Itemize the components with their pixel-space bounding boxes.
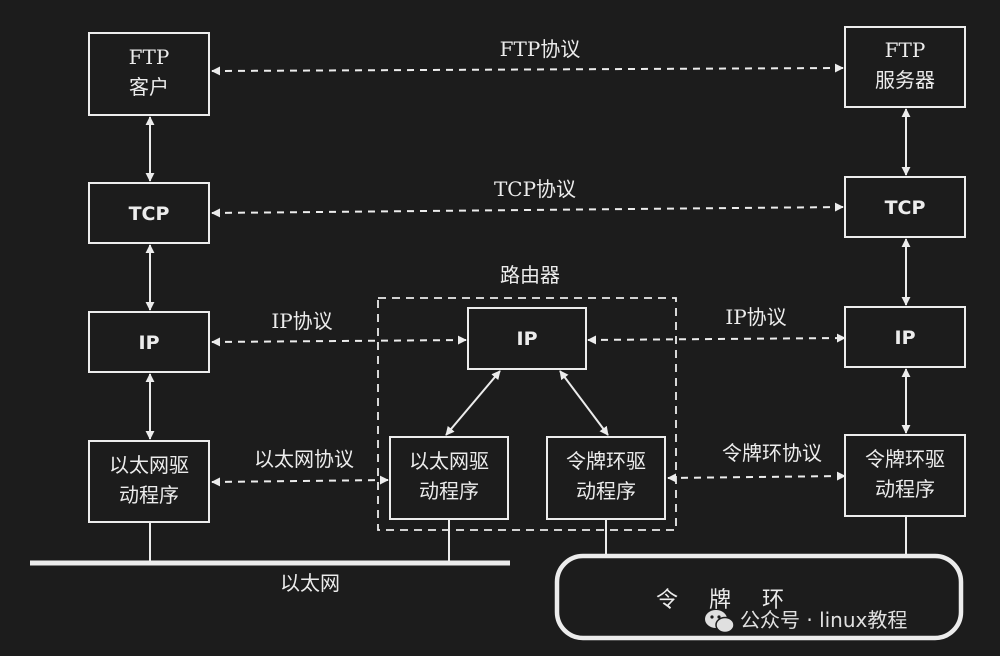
ethernet-label: 以太网 bbox=[280, 571, 340, 595]
ip-box-right bbox=[844, 306, 966, 368]
ethernet-protocol-label: 以太网协议 bbox=[254, 447, 354, 471]
link-routerip-tr bbox=[559, 370, 609, 436]
ftp-server-label-line1: FTP bbox=[885, 38, 926, 62]
tcp-label-left: TCP bbox=[129, 203, 170, 225]
ip-protocol-label-right: IP协议 bbox=[725, 305, 786, 329]
ftp-client-label-line1: FTP bbox=[129, 45, 170, 69]
ip-box-router bbox=[467, 307, 587, 370]
token-ring-driver-router-line2: 动程序 bbox=[576, 479, 636, 503]
token-ring-driver-right-line2: 动程序 bbox=[875, 477, 935, 501]
ethernet-driver-box-left bbox=[88, 440, 210, 523]
ftp-server-box bbox=[844, 26, 966, 108]
ethernet-driver-box-router bbox=[389, 436, 509, 520]
ftp-protocol-label: FTP协议 bbox=[500, 37, 581, 61]
token-ring-driver-router-line1: 令牌环驱 bbox=[566, 449, 646, 473]
token-ring-driver-box-router bbox=[546, 436, 666, 520]
token-ring-driver-box-right bbox=[844, 434, 966, 517]
ftp-server-label-line2: 服务器 bbox=[875, 68, 935, 92]
ip-box-left bbox=[88, 311, 210, 373]
token-ring-protocol-arrow bbox=[667, 471, 846, 483]
tcp-box-right bbox=[844, 176, 966, 238]
ethernet-driver-left-line2: 动程序 bbox=[119, 483, 179, 507]
token-ring-loop bbox=[554, 553, 964, 641]
ftp-client-box bbox=[88, 32, 210, 116]
token-ring-driver-right-line1: 令牌环驱 bbox=[865, 447, 945, 471]
router-label: 路由器 bbox=[500, 263, 560, 287]
ethernet-driver-left-line1: 以太网驱 bbox=[109, 453, 189, 477]
tcp-label-right: TCP bbox=[885, 197, 926, 219]
ip-protocol-arrow-right bbox=[587, 333, 846, 345]
ethernet-driver-router-line1: 以太网驱 bbox=[409, 449, 489, 473]
tcp-box-left bbox=[88, 182, 210, 244]
tcp-protocol-label: TCP协议 bbox=[494, 177, 576, 201]
link-routerip-eth bbox=[445, 370, 501, 436]
ip-protocol-arrow-left bbox=[211, 335, 467, 347]
ethernet-protocol-arrow bbox=[211, 475, 389, 487]
ip-label-router: IP bbox=[517, 328, 538, 350]
ip-label-left: IP bbox=[139, 332, 160, 354]
watermark-text: 公众号 · linux教程 bbox=[740, 608, 907, 632]
watermark: 公众号 · linux教程 bbox=[705, 608, 907, 634]
token-ring-protocol-label: 令牌环协议 bbox=[722, 441, 822, 465]
router-frame bbox=[377, 297, 677, 531]
ftp-protocol-arrow bbox=[211, 63, 844, 76]
wechat-icon bbox=[705, 610, 735, 634]
tcp-protocol-arrow bbox=[211, 202, 844, 218]
ethernet-driver-router-line2: 动程序 bbox=[419, 479, 479, 503]
ftp-client-label-line2: 客户 bbox=[129, 75, 169, 99]
ip-protocol-label-left: IP协议 bbox=[271, 309, 332, 333]
token-ring-label: 令 牌 环 bbox=[656, 588, 796, 613]
ip-label-right: IP bbox=[895, 327, 916, 349]
